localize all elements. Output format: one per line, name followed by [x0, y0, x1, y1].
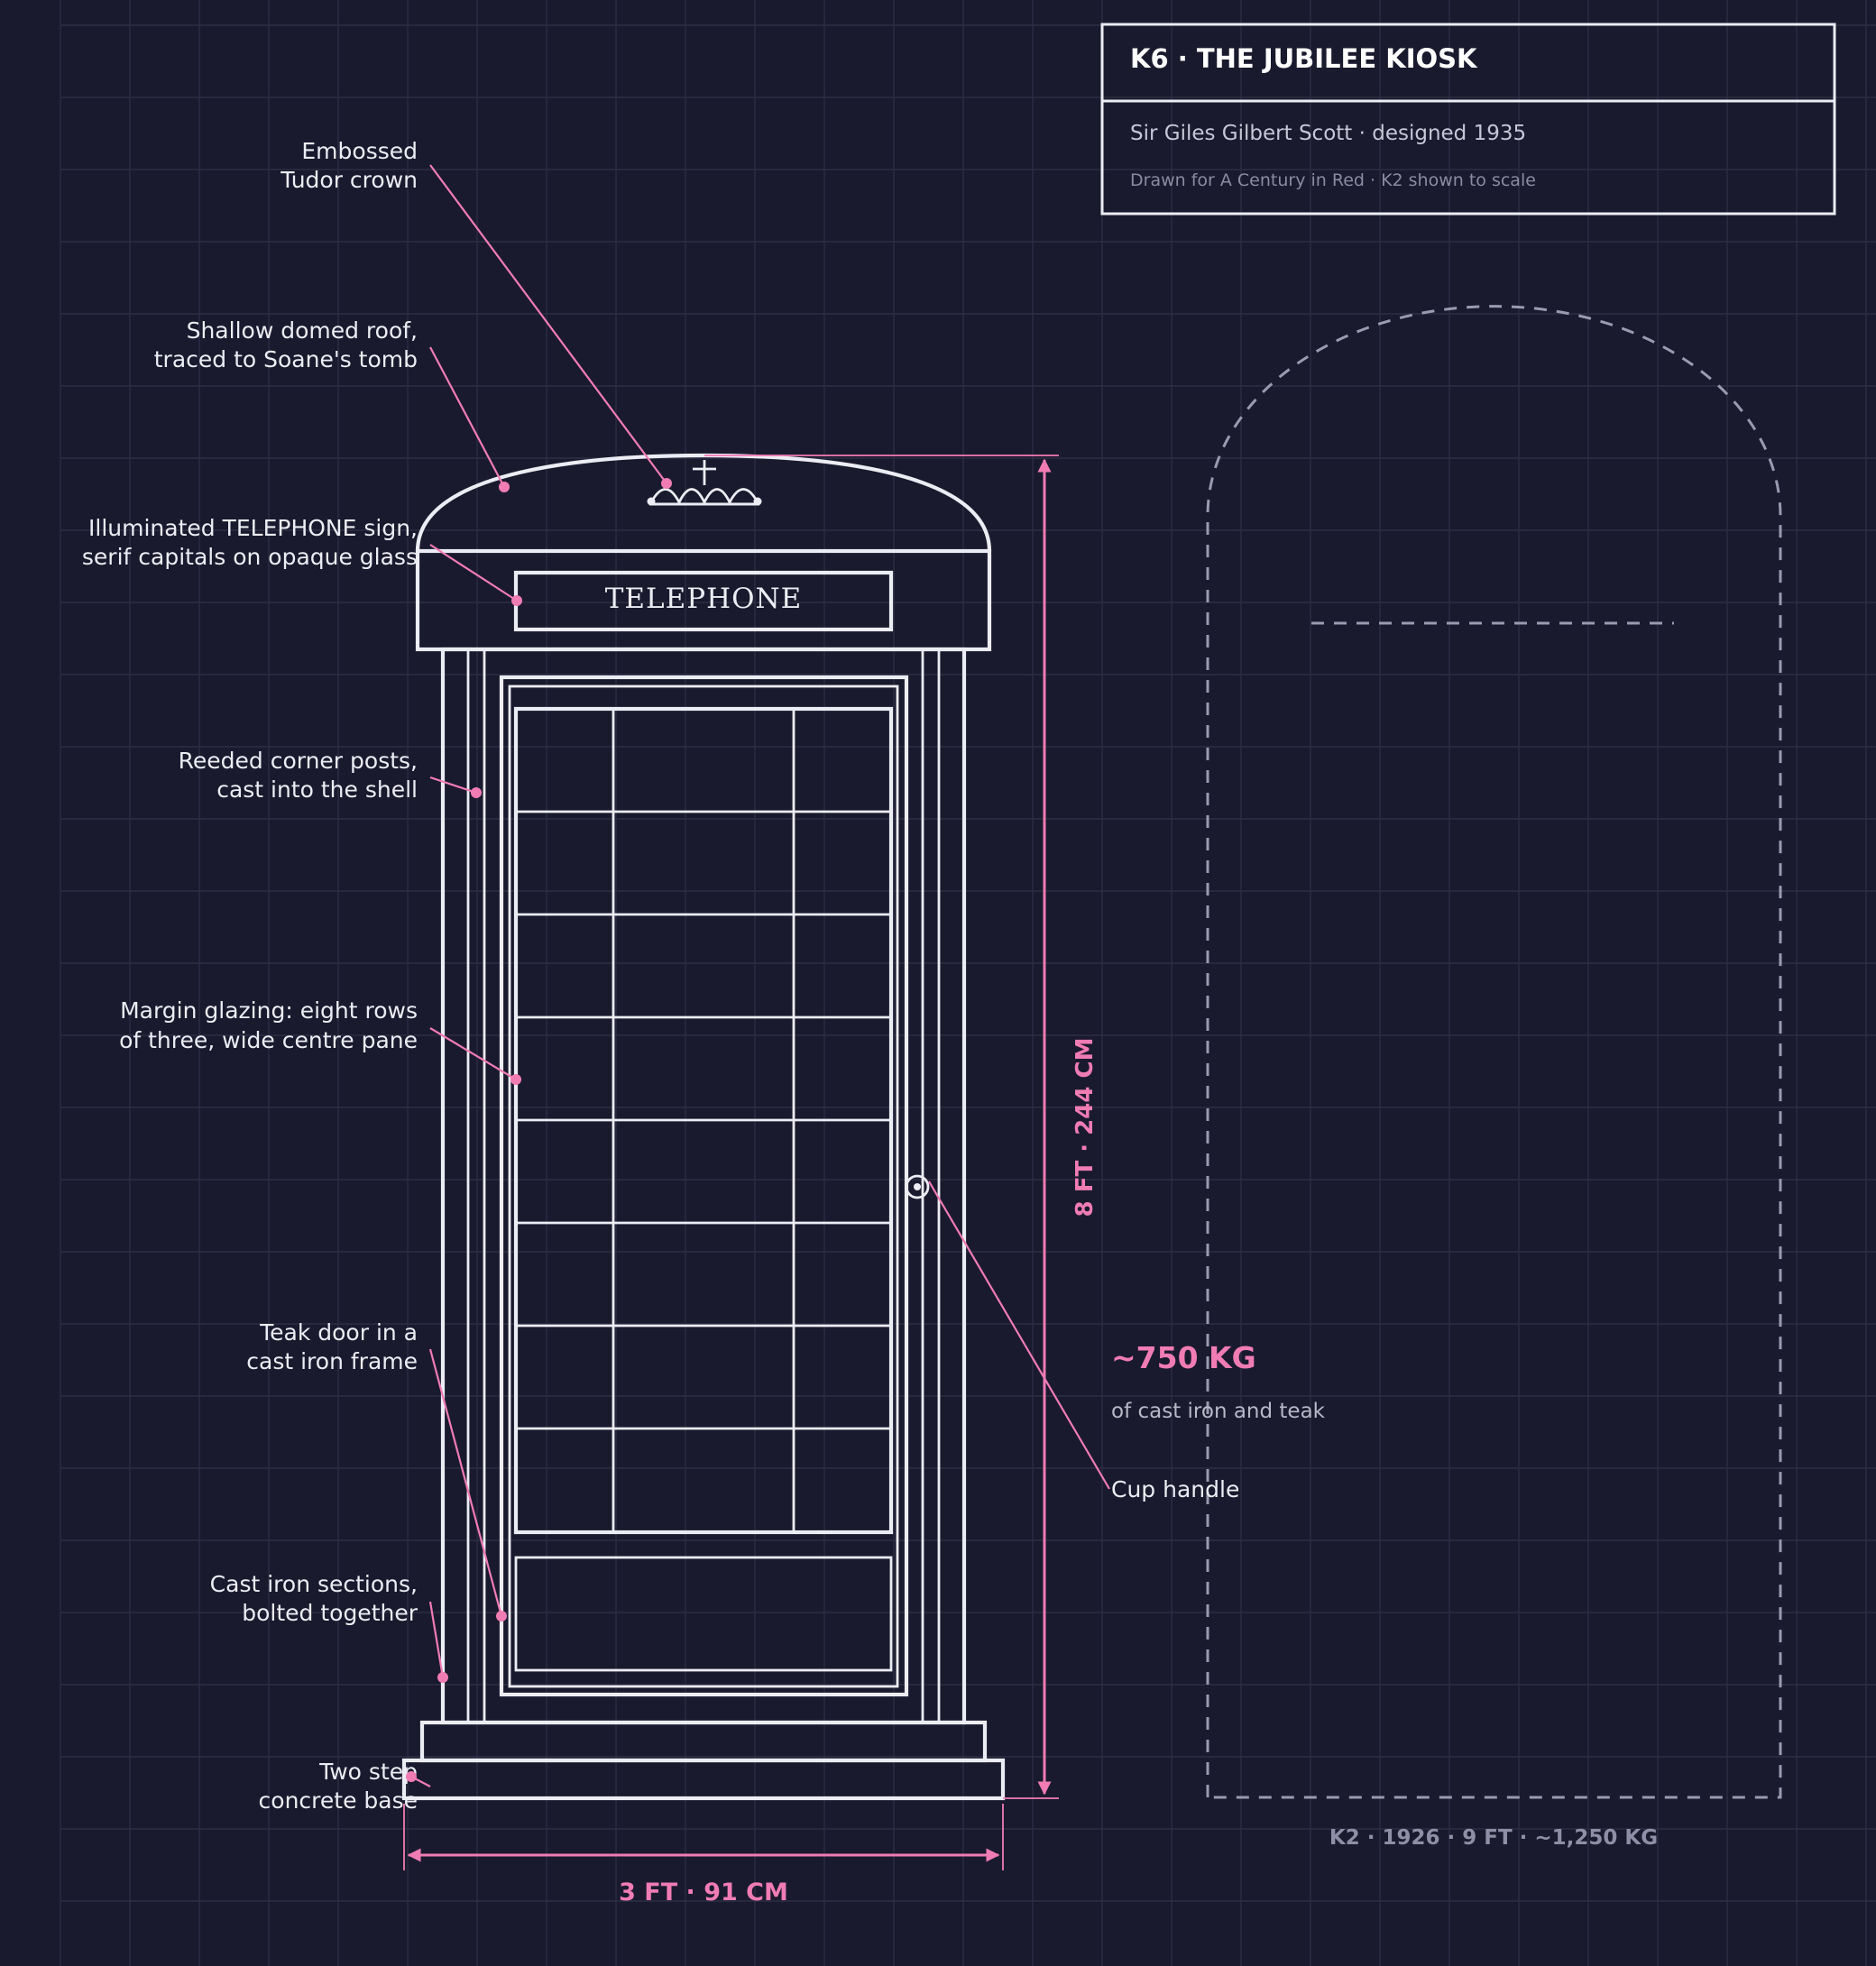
callout-sections-leader: [428, 1601, 445, 1678]
margin-glazing: [513, 706, 894, 1535]
callout-posts: Reeded corner posts, cast into the shell: [179, 748, 482, 803]
callout-base-dot: [406, 1771, 417, 1782]
callout-crown: Embossed Tudor crown: [280, 138, 672, 489]
callout-roof: Shallow domed roof, traced to Soane's to…: [154, 317, 510, 492]
callout-glazing-leader: [429, 1027, 517, 1080]
k6-kiosk: TELEPHONE: [401, 453, 1006, 1801]
callout-posts-dot: [471, 787, 482, 798]
callout-posts-line-2: cast into the shell: [216, 776, 418, 803]
callout-door-line-1: Teak door in a: [259, 1319, 418, 1346]
callout-base: Two step concrete base: [259, 1759, 431, 1814]
door-frame-inner: [508, 684, 899, 1688]
callout-door: Teak door in a cast iron frame: [246, 1319, 507, 1621]
callout-glazing-dot: [510, 1074, 521, 1085]
callout-sections-dot: [437, 1672, 448, 1683]
callout-handle-text: Cup handle: [1111, 1476, 1239, 1502]
callout-posts-leader: [429, 776, 477, 795]
callout-sign-leader: [429, 544, 518, 602]
door-frame-outer: [499, 675, 909, 1697]
callout-sign-dot: [511, 595, 522, 606]
door-bottom-panel: [514, 1556, 893, 1672]
k2-outline: K2 · 1926 · 9 FT · ~1,250 KG: [1206, 305, 1782, 1850]
callout-sign-line-2: serif capitals on opaque glass: [82, 544, 418, 570]
callout-door-line-2: cast iron frame: [246, 1348, 418, 1374]
callout-crown-line-1: Embossed: [301, 138, 418, 164]
title-block-title: K6 · THE JUBILEE KIOSK: [1130, 43, 1478, 74]
callout-handle-leader: [928, 1181, 1110, 1490]
blueprint-grid: [60, 0, 1876, 1966]
callout-sections: Cast iron sections, bolted together: [210, 1571, 448, 1683]
callout-sections-line-2: bolted together: [242, 1600, 418, 1626]
title-block-note: Drawn for A Century in Red · K2 shown to…: [1130, 170, 1536, 190]
callout-sign: Illuminated TELEPHONE sign, serif capita…: [82, 515, 522, 606]
base-step-upper: [419, 1720, 988, 1763]
height-dimension: 8 FT · 244 CM: [704, 455, 1099, 1799]
width-dimension: 3 FT · 91 CM: [403, 1804, 1004, 1906]
callout-handle: Cup handle: [928, 1181, 1239, 1502]
callout-sections-line-1: Cast iron sections,: [210, 1571, 418, 1597]
callout-crown-leader: [429, 164, 667, 484]
crown-icon: [647, 460, 762, 506]
callout-crown-line-2: Tudor crown: [280, 167, 418, 193]
callout-roof-leader: [429, 346, 505, 488]
callout-door-dot: [496, 1611, 507, 1621]
weight-readout: ~750 KG of cast iron and teak: [1111, 1340, 1326, 1423]
weight-value: ~750 KG: [1111, 1340, 1256, 1375]
callout-roof-dot: [499, 482, 510, 492]
callout-sign-line-1: Illuminated TELEPHONE sign,: [88, 515, 418, 541]
callout-base-line-1: Two step: [318, 1759, 418, 1785]
callout-glazing-line-2: of three, wide centre pane: [119, 1027, 418, 1053]
callout-base-line-2: concrete base: [259, 1787, 418, 1814]
height-label: 8 FT · 244 CM: [1071, 1038, 1099, 1217]
title-block-subtitle: Sir Giles Gilbert Scott · designed 1935: [1130, 122, 1526, 145]
title-block: K6 · THE JUBILEE KIOSK Sir Giles Gilbert…: [1100, 23, 1836, 216]
callout-door-leader: [428, 1348, 503, 1617]
k2-label: K2 · 1926 · 9 FT · ~1,250 KG: [1329, 1826, 1658, 1850]
base-step-lower: [401, 1758, 1006, 1801]
callout-glazing-line-1: Margin glazing: eight rows: [120, 997, 418, 1024]
width-label: 3 FT · 91 CM: [619, 1879, 788, 1906]
callout-roof-line-2: traced to Soane's tomb: [154, 346, 418, 372]
callout-glazing: Margin glazing: eight rows of three, wid…: [119, 997, 521, 1085]
kiosk-body: [440, 647, 967, 1725]
callout-crown-dot: [661, 478, 672, 489]
weight-caption: of cast iron and teak: [1111, 1400, 1326, 1423]
telephone-sign-text: TELEPHONE: [605, 583, 803, 615]
title-block-frame: [1100, 23, 1836, 216]
cup-handle-icon: [905, 1174, 930, 1199]
callout-roof-line-1: Shallow domed roof,: [187, 317, 418, 344]
k2-silhouette: [1206, 305, 1782, 1799]
callout-posts-line-1: Reeded corner posts,: [179, 748, 418, 774]
